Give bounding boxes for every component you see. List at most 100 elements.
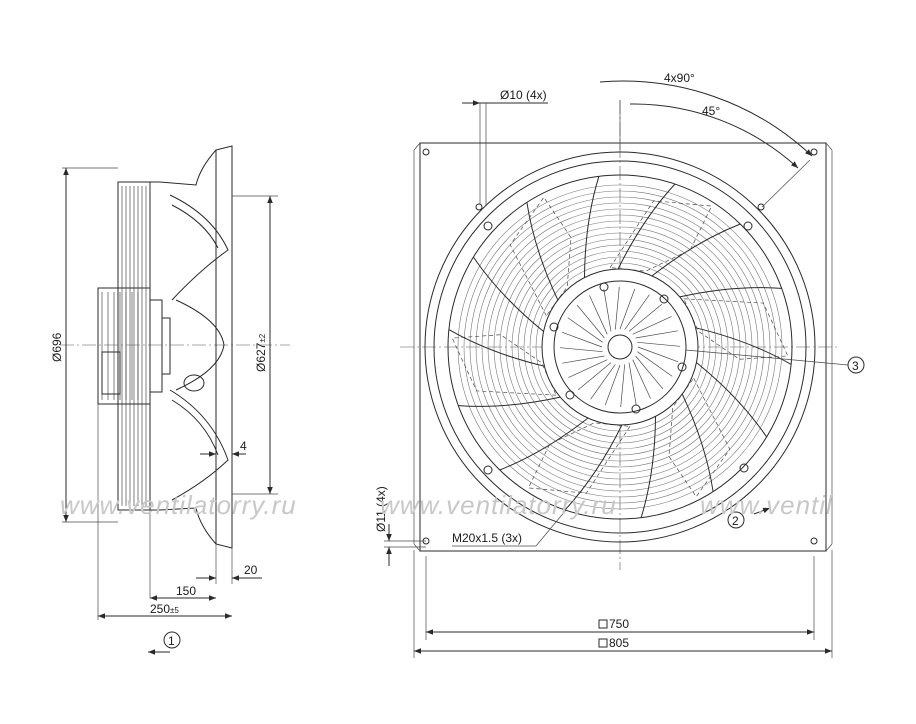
rotor-rib (604, 364, 621, 406)
guard-spoke (617, 183, 676, 270)
marker-1 (163, 631, 181, 649)
rotor-rib (568, 359, 608, 378)
fan-blade (509, 196, 572, 317)
guard-ring (475, 202, 765, 492)
fan-blade (609, 200, 713, 272)
fan-blade (451, 334, 557, 396)
guard-spoke (651, 223, 741, 277)
guard-ring (457, 184, 783, 510)
corner-hole (422, 148, 430, 156)
dim-20-label: 20 (244, 563, 258, 577)
guard-spoke (472, 256, 544, 332)
thread-label: M20x1.5 (3x) (452, 531, 522, 545)
corner-hole (810, 537, 818, 545)
rotor-rib (635, 330, 678, 339)
guard-spoke (695, 327, 792, 365)
rotor-rib (590, 364, 616, 400)
hub-screw (599, 282, 609, 292)
hole-10-label: Ø10 (4x) (500, 88, 547, 102)
guard-spoke (679, 287, 782, 298)
wire-guard (457, 184, 783, 510)
rotor-rib (614, 286, 620, 330)
guard-ring (463, 190, 777, 504)
guard-ring (481, 208, 759, 486)
guard-spoke (458, 396, 561, 407)
rotor-rib (628, 303, 663, 332)
dim-150-label: 150 (176, 584, 196, 598)
hub-screw (659, 294, 669, 304)
rotor-rib (624, 294, 650, 330)
rotor-rib (589, 295, 608, 335)
rotor-rib (632, 359, 651, 399)
rotor-rib (559, 347, 603, 353)
fan-blade (683, 298, 789, 360)
watermark: www.ventilatorry.ru www.ventilatorry.ru … (60, 490, 833, 520)
hub-screw (549, 322, 559, 332)
guard-ring (487, 214, 753, 480)
watermark-text: www.ventilatorry.ru (380, 490, 617, 520)
rotor-rib (637, 351, 673, 377)
guard-spoke (696, 362, 768, 438)
angle-90-arc (599, 80, 813, 157)
side-blades (169, 194, 229, 501)
rotor-rib (635, 355, 664, 390)
guard-ring (511, 238, 729, 456)
corner-hole (810, 148, 818, 156)
rotor-rib (632, 316, 672, 335)
fan-blades (451, 196, 789, 498)
dim-4-label: 4 (240, 439, 247, 453)
fan-blade (668, 377, 731, 498)
hub-screw (631, 404, 641, 414)
motor-rotor (559, 286, 681, 408)
rotor-rib (576, 304, 605, 339)
guard-spoke (681, 393, 714, 492)
dia-696-label: Ø696 (50, 332, 64, 362)
rotor-rib (619, 288, 636, 330)
guard-spoke (526, 202, 559, 301)
dim-250-label: 250±5 (150, 602, 179, 616)
guard-ring (529, 256, 711, 438)
rotor-rib (562, 355, 605, 364)
hub-screw (565, 390, 575, 400)
rotor-rib (620, 364, 626, 408)
guard-spoke (640, 416, 656, 518)
side-terminal-box (101, 351, 121, 395)
rotor-rib (628, 362, 637, 405)
hub-screw (677, 362, 687, 372)
rotor-rib (577, 362, 612, 391)
svg-text:2: 2 (732, 514, 739, 528)
rotor-rib (637, 346, 679, 363)
svg-text:3: 3 (852, 359, 859, 373)
marker-2 (727, 511, 745, 529)
guard-spoke (448, 329, 545, 367)
guard-ring (493, 220, 747, 474)
svg-text:1: 1 (168, 634, 175, 648)
sq-805-label: 805 (609, 636, 629, 650)
watermark-text: www.ventilatorry.ru (60, 490, 297, 520)
watermark-text: www.ventil (700, 490, 833, 520)
hole-11-label: Ø11 (4x) (374, 486, 388, 532)
sq-750-label: 750 (609, 617, 629, 631)
guard-spoke (564, 424, 623, 511)
guard-ring (535, 262, 705, 432)
rotor-rib (637, 341, 681, 347)
rotor-rib (603, 289, 612, 332)
guard-ring (517, 244, 723, 450)
fan-blade (527, 422, 631, 494)
angle-4x90-label: 4x90° (664, 71, 695, 85)
marker-3 (847, 356, 865, 374)
angle-45-arc (629, 103, 799, 169)
guard-spoke (499, 417, 589, 471)
rotor-rib (567, 317, 603, 343)
rotor-rib (561, 331, 603, 348)
guard-spoke (584, 176, 600, 278)
inlet-nozzle (424, 151, 816, 543)
side-view: Ø696 Ø627±2 4 20 150 250±5 1 (50, 145, 290, 655)
front-view: Ø10 (4x) 4x90° 45° 3 M20x1.5 (3x) Ø11 (4… (374, 71, 865, 658)
guard-ring (505, 232, 735, 462)
guard-ring (469, 196, 771, 498)
angle-45-label: 45° (702, 104, 720, 118)
guard-ring (499, 226, 741, 468)
guard-spokes (448, 176, 792, 518)
